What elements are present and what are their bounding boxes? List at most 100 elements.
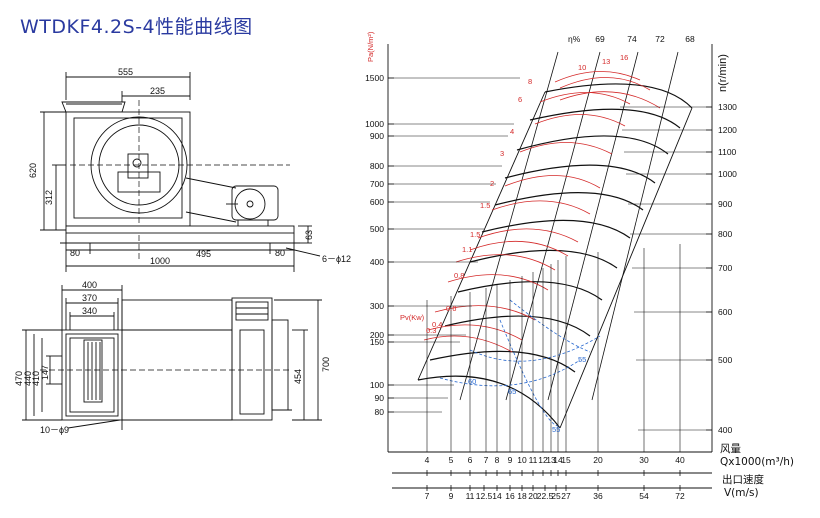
performance-curve <box>516 135 669 155</box>
performance-curve <box>494 192 644 211</box>
performance-curve <box>444 315 591 337</box>
dim-620: 620 <box>28 163 38 178</box>
noise-curve <box>509 299 591 353</box>
power-value: 1.5 <box>470 230 480 239</box>
power-curve <box>559 91 661 109</box>
efficiency-value: 74 <box>627 34 637 44</box>
performance-curve <box>457 281 603 301</box>
velocity-tick-label: 25 <box>551 491 561 501</box>
front-view-dims: 400 370 340 470 440 410 147 454 700 10－ϕ… <box>14 280 331 435</box>
right-tick-label: 400 <box>718 425 732 435</box>
dim-63: 63 <box>304 230 314 240</box>
side-view <box>40 72 321 272</box>
power-value: 6 <box>518 95 522 104</box>
page-title: WTDKF4.2S-4性能曲线图 <box>20 16 253 38</box>
flow-tick-label: 14 <box>553 455 563 465</box>
dim-80-left: 80 <box>70 248 80 258</box>
velocity-tick-label: 9 <box>449 491 454 501</box>
chart-frame <box>387 44 713 489</box>
dim-147: 147 <box>40 365 50 380</box>
power-value: 1.5 <box>480 201 490 210</box>
left-tick-label: 300 <box>370 301 384 311</box>
power-value: 0.3 <box>426 326 436 335</box>
flow-tick-label: 5 <box>449 455 454 465</box>
power-value: 2 <box>490 179 494 188</box>
noise-value: 55 <box>552 425 560 434</box>
left-tick-label: 80 <box>375 407 385 417</box>
power-curve <box>427 324 523 341</box>
velocity-tick-label: 16 <box>505 491 515 501</box>
efficiency-line <box>591 51 679 401</box>
dim-340: 340 <box>82 306 97 316</box>
power-value: 0.4 <box>432 320 442 329</box>
left-tick-label: 600 <box>370 197 384 207</box>
efficiency-value: 69 <box>595 34 605 44</box>
flow-tick-label: 9 <box>508 455 513 465</box>
velocity-tick-label: 72 <box>675 491 685 501</box>
performance-curve <box>429 350 576 373</box>
right-tick-label: 600 <box>718 307 732 317</box>
performance-curve <box>529 108 681 129</box>
power-value: 4 <box>510 127 514 136</box>
left-tick-label: 800 <box>370 161 384 171</box>
efficiency-line <box>547 51 639 401</box>
power-label: Pv(Kw) <box>400 313 425 322</box>
velocity-tick-label: 7 <box>425 491 430 501</box>
power-curve <box>447 274 549 291</box>
chart-grid <box>388 77 712 491</box>
dim-454: 454 <box>293 369 303 384</box>
left-tick-label: 900 <box>370 131 384 141</box>
power-curve <box>423 335 513 353</box>
right-tick-label: 1100 <box>718 147 737 157</box>
flow-tick-label: 8 <box>495 455 500 465</box>
dim-555: 555 <box>118 67 133 77</box>
dim-holes-side: 6－ϕ12 <box>322 254 351 264</box>
velocity-tick-label: 12.5 <box>476 491 493 501</box>
velocity-tick-label: 54 <box>639 491 649 501</box>
flow-tick-label: 6 <box>468 455 473 465</box>
velocity-label-cn: 出口速度 <box>722 473 764 486</box>
velocity-tick-label: 36 <box>593 491 603 501</box>
noise-curve <box>439 359 581 387</box>
flow-tick-label: 30 <box>639 455 649 465</box>
right-tick-label: 800 <box>718 229 732 239</box>
efficiency-line <box>459 51 559 401</box>
performance-curve <box>481 219 631 239</box>
flow-tick-label: 4 <box>425 455 430 465</box>
right-tick-label: 700 <box>718 263 732 273</box>
power-value: 0.6 <box>446 304 456 313</box>
efficiency-value: 72 <box>655 34 665 44</box>
power-value: 16 <box>620 53 628 62</box>
noise-curve <box>499 319 561 427</box>
envelope-line <box>559 107 693 429</box>
power-curve <box>491 200 591 215</box>
left-tick-label: 90 <box>375 393 385 403</box>
left-tick-label: 200 <box>370 330 384 340</box>
efficiency-line <box>505 51 601 401</box>
power-value: 8 <box>528 77 532 86</box>
right-tick-label: 500 <box>718 355 732 365</box>
left-tick-label: 500 <box>370 224 384 234</box>
right-axis-unit: n(r/min) <box>717 54 729 92</box>
power-curve <box>469 240 569 257</box>
power-curve <box>434 305 536 321</box>
power-curve <box>519 142 613 155</box>
left-axis-unit: Pa(N/m²) <box>366 31 375 62</box>
left-tick-label: 150 <box>370 337 384 347</box>
left-tick-label: 100 <box>370 380 384 390</box>
chart-labels: 1500100090080070060050040030020015010090… <box>365 34 737 501</box>
performance-curve <box>544 83 693 109</box>
flow-tick-label: 10 <box>517 455 527 465</box>
power-curve <box>554 71 641 83</box>
noise-value: 60 <box>468 377 476 386</box>
flow-label-cn: 风量 <box>720 443 741 455</box>
power-curve <box>534 114 626 127</box>
performance-curve <box>417 375 561 429</box>
dim-440: 440 <box>23 371 33 386</box>
dim-holes-front: 10－ϕ9 <box>40 425 69 435</box>
velocity-tick-label: 11 <box>466 491 475 501</box>
dim-400: 400 <box>82 280 97 290</box>
dim-80-right: 80 <box>275 248 285 258</box>
velocity-tick-label: 27 <box>561 491 571 501</box>
